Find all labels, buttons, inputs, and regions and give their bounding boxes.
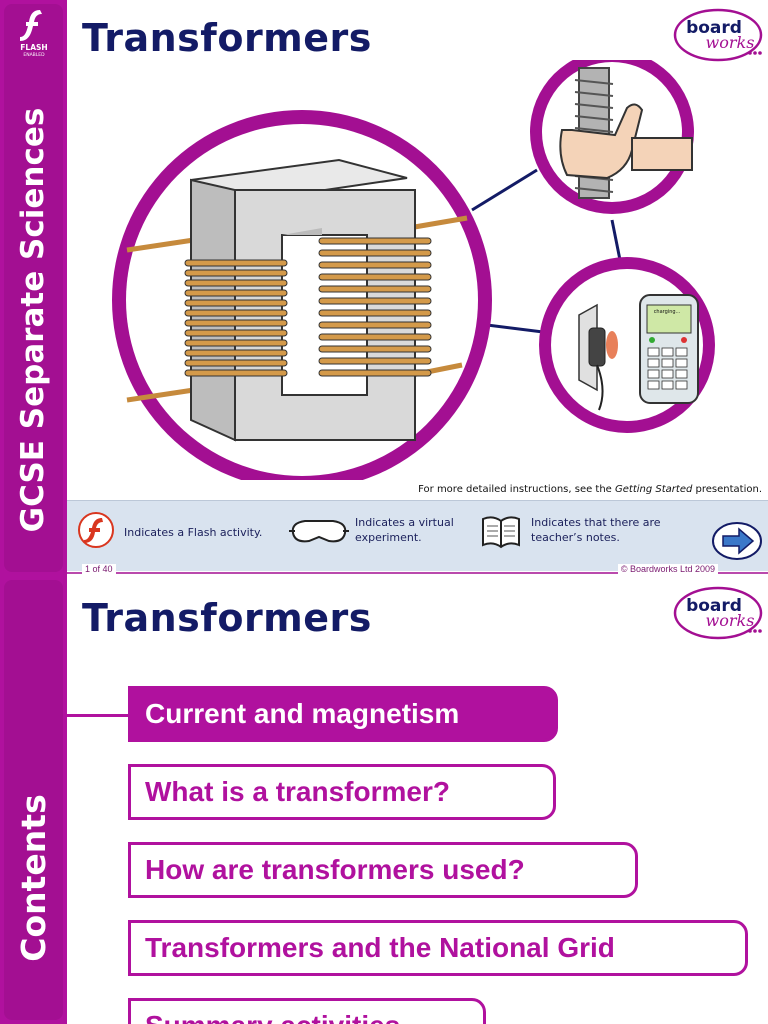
boardworks-logo: board works bbox=[673, 586, 763, 640]
svg-text:works: works bbox=[706, 611, 755, 630]
side-bar-inner bbox=[4, 580, 63, 1020]
flash-badge-line2: ENABLED bbox=[23, 52, 45, 58]
toc-item-what-is-a-transformer[interactable]: What is a transformer? bbox=[128, 764, 556, 820]
side-bar: FLASH ENABLED GCSE Separate Sciences bbox=[0, 0, 67, 576]
phone-charger-icon: charging... bbox=[578, 294, 699, 411]
primary-coil-icon bbox=[184, 259, 288, 377]
flash-icon bbox=[20, 10, 42, 41]
flash-icon bbox=[78, 512, 114, 548]
connector-line bbox=[471, 168, 538, 212]
phone-screen-text: charging... bbox=[654, 309, 681, 315]
slide-contents: Contents Transformers board works Curren… bbox=[0, 576, 768, 1024]
toc-item-summary-activities[interactable]: Summary activities bbox=[128, 998, 486, 1024]
legend-flash-text: Indicates a Flash activity. bbox=[124, 526, 263, 539]
svg-text:board: board bbox=[686, 18, 742, 38]
copyright: © Boardworks Ltd 2009 bbox=[617, 564, 718, 574]
goggles-icon bbox=[289, 520, 349, 543]
secondary-coil-icon bbox=[318, 237, 432, 377]
legend-strip: Indicates a Flash activity. Indicates a … bbox=[67, 500, 768, 571]
toc-label: Current and magnetism bbox=[145, 698, 460, 729]
toc-connector bbox=[67, 714, 129, 717]
transformer-illustration: charging... bbox=[112, 60, 715, 480]
side-bar-inner bbox=[4, 4, 63, 572]
flash-badge-line1: FLASH bbox=[20, 43, 47, 52]
next-slide-button[interactable] bbox=[711, 521, 763, 561]
side-label: Contents bbox=[14, 794, 53, 962]
instructions-note: For more detailed instructions, see the … bbox=[418, 484, 762, 495]
toc-label: Transformers and the National Grid bbox=[145, 932, 615, 963]
flash-enabled-badge: FLASH ENABLED bbox=[14, 6, 54, 58]
toc-item-current-and-magnetism[interactable]: Current and magnetism bbox=[128, 686, 558, 742]
arrow-right-icon bbox=[722, 527, 755, 555]
toc-item-how-are-transformers-used[interactable]: How are transformers used? bbox=[128, 842, 638, 898]
svg-text:works: works bbox=[706, 33, 755, 52]
side-bar: Contents bbox=[0, 576, 67, 1024]
boardworks-logo: board works bbox=[673, 8, 763, 62]
book-icon bbox=[482, 516, 520, 549]
slide-title: FLASH ENABLED GCSE Separate Sciences Tra… bbox=[0, 0, 768, 576]
toc-label: How are transformers used? bbox=[145, 854, 525, 885]
hand-coil-icon bbox=[559, 67, 693, 199]
getting-started-link[interactable]: Getting Started bbox=[615, 484, 693, 495]
toc-label: Summary activities bbox=[145, 1010, 400, 1024]
side-label: GCSE Separate Sciences bbox=[15, 107, 51, 533]
slide-counter: 1 of 40 bbox=[82, 564, 116, 574]
svg-text:board: board bbox=[686, 596, 742, 616]
page-title: Transformers bbox=[82, 596, 372, 640]
connector-line bbox=[610, 219, 622, 261]
toc-item-national-grid[interactable]: Transformers and the National Grid bbox=[128, 920, 748, 976]
toc-label: What is a transformer? bbox=[145, 776, 450, 807]
page-title: Transformers bbox=[82, 16, 372, 60]
